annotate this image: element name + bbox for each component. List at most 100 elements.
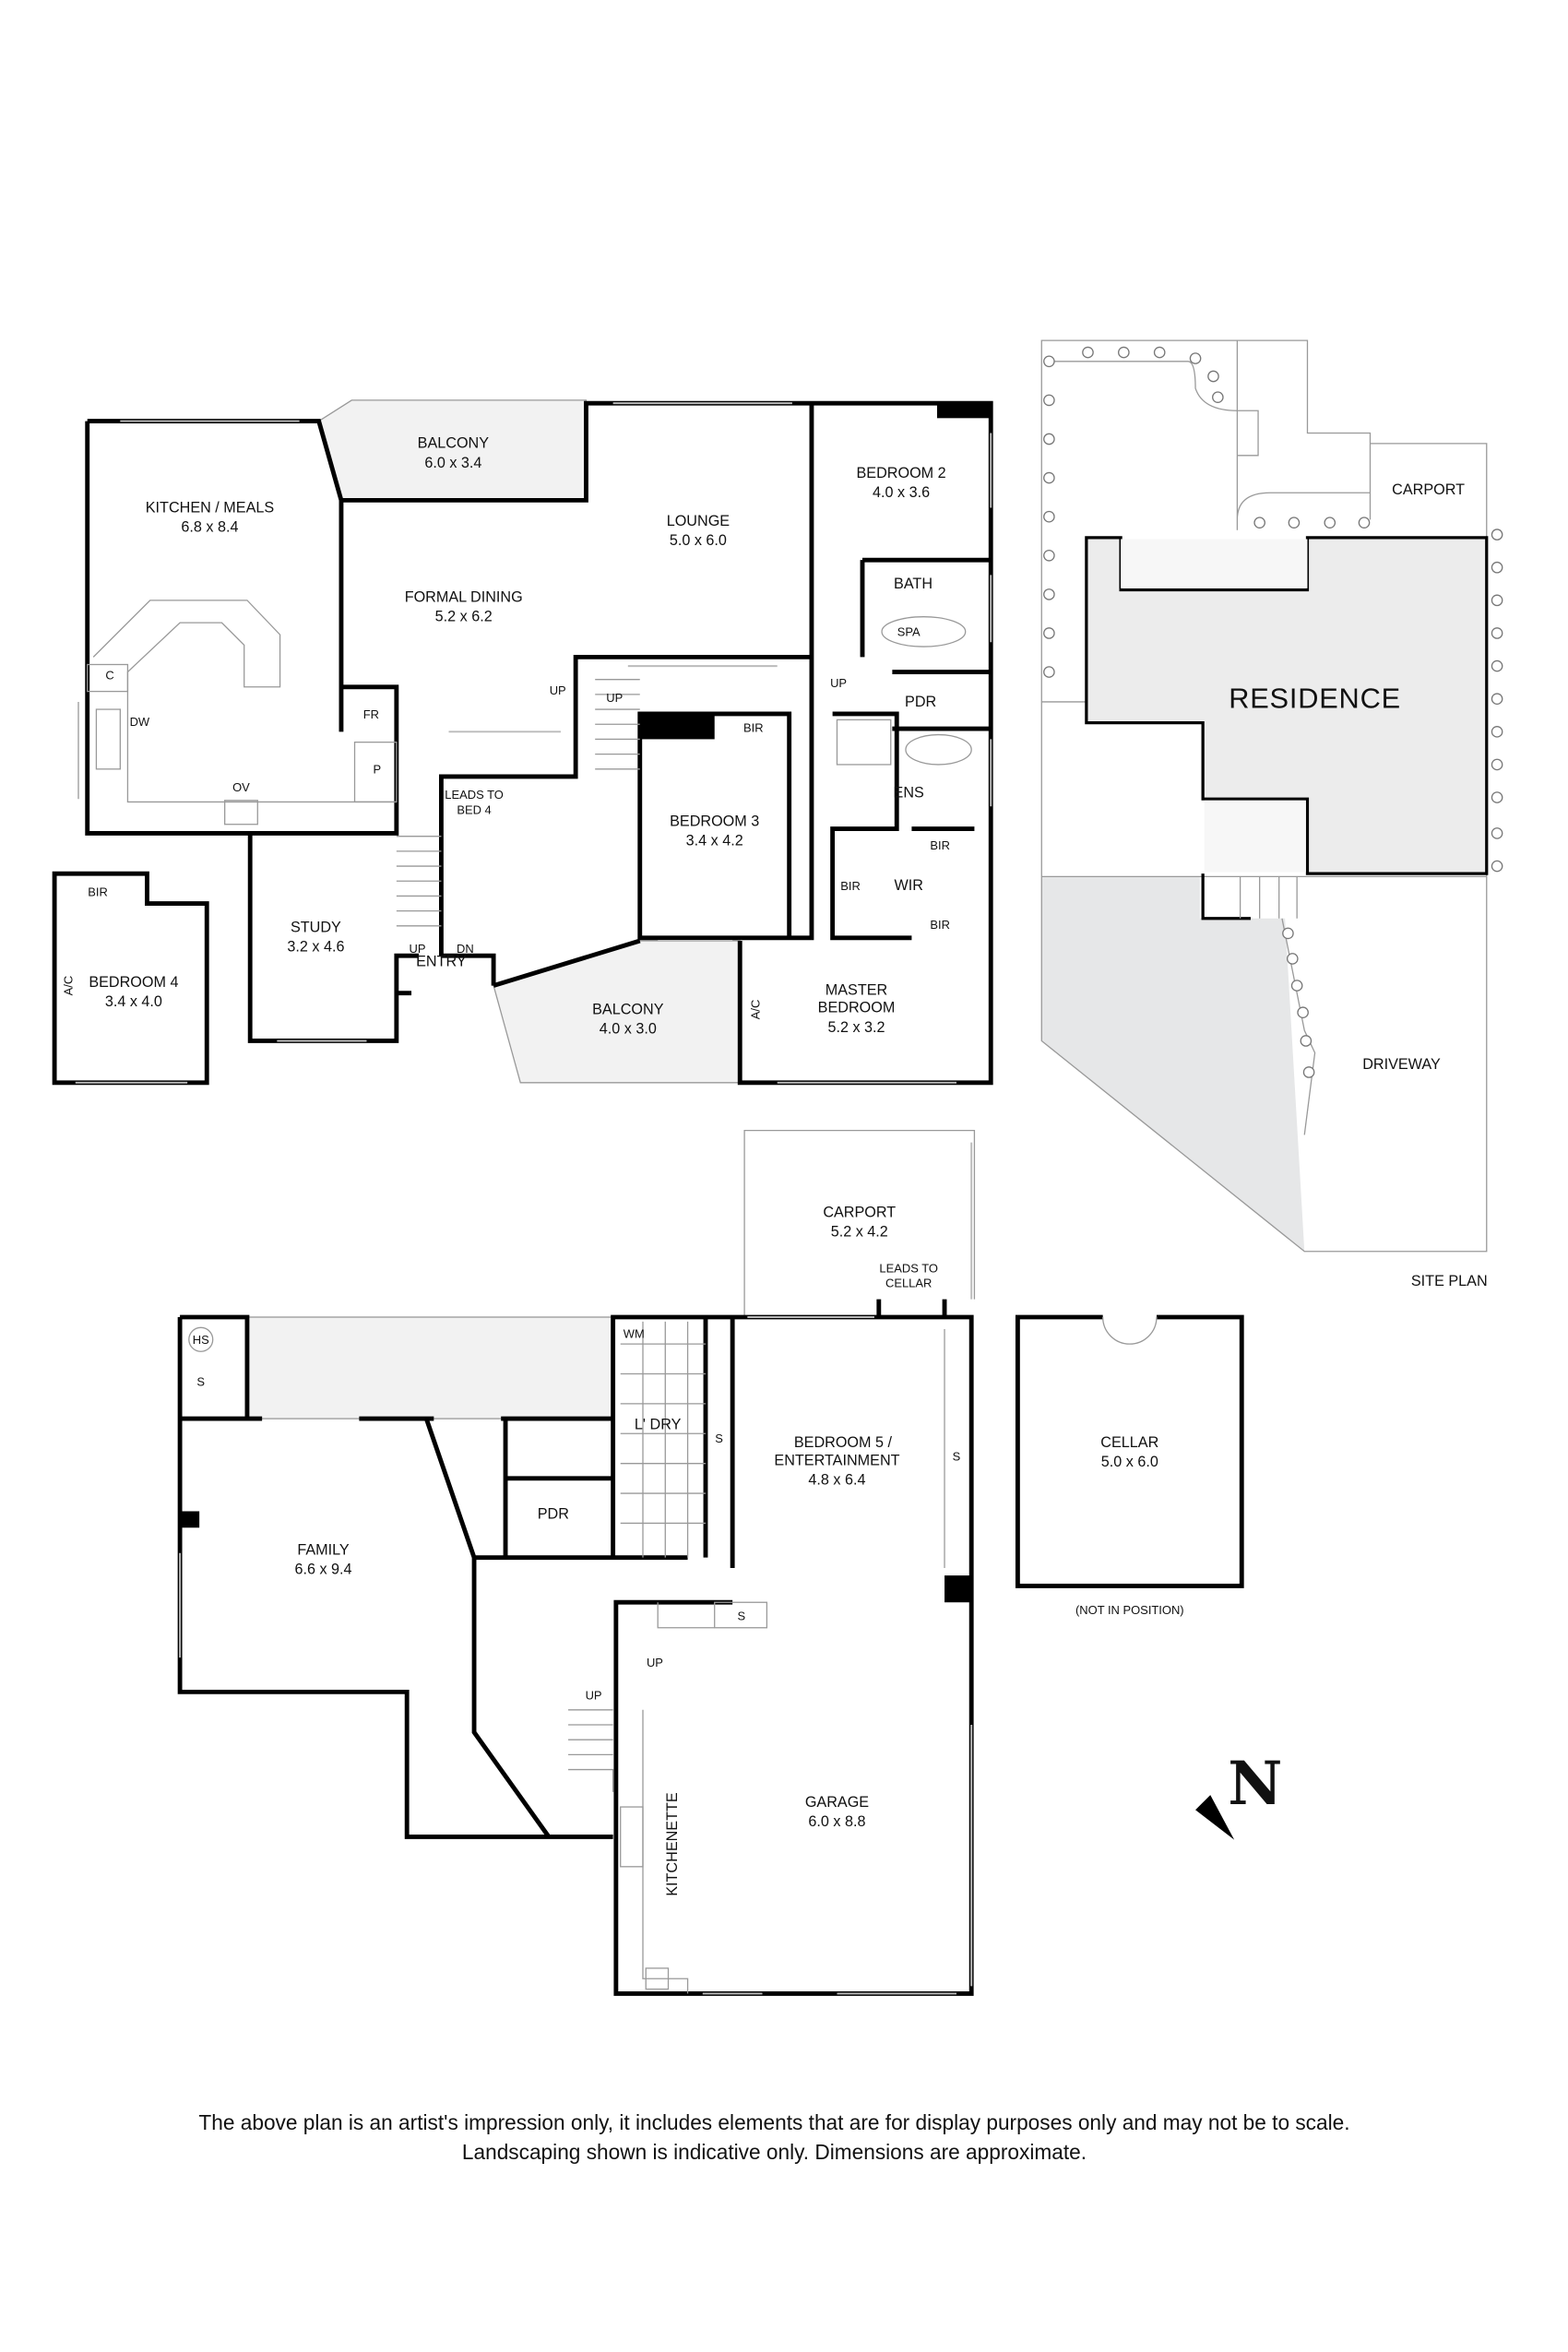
tree-icon <box>1491 627 1503 639</box>
kitchen-island <box>92 600 397 803</box>
site-plan: CARPORT RESIDENCE DRIVEWAY SITE PLAN <box>1040 339 1503 1289</box>
tree-icon <box>1153 346 1166 359</box>
lower-floor: FAMILY 6.6 x 9.4 PDR L' DRY WM HS S S S … <box>177 1129 976 1996</box>
garden-area <box>1041 876 1305 1252</box>
bir-label: BIR <box>930 918 950 932</box>
undercroft-area <box>246 1316 614 1420</box>
balcony-front-dims: 4.0 x 3.0 <box>600 1020 657 1037</box>
cupboard <box>87 663 129 693</box>
structural-block <box>639 713 715 740</box>
disclaimer-line-1: The above plan is an artist's impression… <box>198 2110 1349 2134</box>
formal-dining-label: FORMAL DINING <box>405 588 523 605</box>
sink-icon <box>95 708 121 770</box>
hot-water-service-icon <box>188 1326 214 1352</box>
laundry-label: L' DRY <box>635 1416 682 1432</box>
kitchen-meals-label: KITCHEN / MEALS <box>146 499 275 516</box>
tree-icon <box>1491 529 1503 540</box>
tree-icon <box>1302 1066 1315 1078</box>
study-dims: 3.2 x 4.6 <box>287 938 344 955</box>
residence-porch <box>1204 800 1306 873</box>
north-arrow-icon <box>1195 1795 1235 1840</box>
cooktop-icon <box>645 1967 670 1990</box>
tree-icon <box>1324 517 1336 529</box>
ac-label: A/C <box>62 976 76 996</box>
site-boundary <box>1040 339 1488 1253</box>
up-label: UP <box>647 1656 663 1669</box>
tree-icon <box>1491 659 1503 672</box>
bedroom4-label: BEDROOM 4 <box>89 974 178 991</box>
master-bedroom-label-2: BEDROOM <box>818 1000 896 1016</box>
cooktop-icon <box>224 800 258 826</box>
bir-label: BIR <box>840 879 861 893</box>
ens-label: ENS <box>894 785 924 802</box>
chimney-block <box>936 403 992 419</box>
lounge-dims: 5.0 x 6.0 <box>670 532 727 549</box>
up-label: UP <box>410 942 426 956</box>
leads-to-cellar-2: CELLAR <box>885 1277 932 1290</box>
balcony-rear-dims: 6.0 x 3.4 <box>424 455 481 471</box>
carport-dims: 5.2 x 4.2 <box>831 1224 888 1241</box>
structural-block <box>180 1511 200 1528</box>
tree-icon <box>1491 693 1503 706</box>
driveway-label: DRIVEWAY <box>1362 1056 1441 1073</box>
up-label: UP <box>586 1688 602 1702</box>
tree-icon <box>1043 588 1055 600</box>
spa-bath-icon <box>881 616 967 647</box>
bedroom5-label-1: BEDROOM 5 / <box>794 1434 893 1451</box>
lower-windows <box>179 1316 973 1995</box>
site-carport-label: CARPORT <box>1392 481 1465 498</box>
storage <box>714 1601 768 1629</box>
cupboard-label: C <box>105 669 113 683</box>
bir-label: BIR <box>743 720 764 734</box>
bir-label: BIR <box>88 885 108 898</box>
tree-icon <box>1491 594 1503 607</box>
north-label: N <box>1228 1749 1282 1819</box>
up-label: UP <box>830 676 847 690</box>
tree-icon <box>1491 561 1503 574</box>
garage-label: GARAGE <box>805 1794 869 1811</box>
balcony-front-label: BALCONY <box>592 1001 664 1017</box>
site-stairs <box>1239 876 1298 919</box>
family-label: FAMILY <box>297 1541 350 1558</box>
fridge-label: FR <box>363 707 379 721</box>
lower-stairs <box>568 1602 715 1994</box>
cellar: CELLAR 5.0 x 6.0 (NOT IN POSITION) <box>1015 1314 1244 1617</box>
cellar-label: CELLAR <box>1100 1434 1158 1451</box>
carport-label: CARPORT <box>823 1205 896 1221</box>
north-arrow: N <box>1195 1749 1282 1840</box>
bedroom3-label: BEDROOM 3 <box>670 813 759 829</box>
down-label: DN <box>457 942 474 956</box>
tree-icon <box>1189 352 1202 364</box>
ac-label: A/C <box>748 1000 762 1020</box>
tree-icon <box>1297 1006 1309 1019</box>
tree-icon <box>1043 666 1055 678</box>
garage-dims: 6.0 x 8.8 <box>808 1813 865 1830</box>
shower-icon <box>836 719 892 766</box>
formal-dining-dims: 5.2 x 6.2 <box>435 609 493 625</box>
bedroom5-dims: 4.8 x 6.4 <box>808 1471 865 1488</box>
tree-icon <box>1207 370 1219 383</box>
bedroom2-dims: 4.0 x 3.6 <box>873 484 930 501</box>
hot-water-label: HS <box>193 1333 209 1347</box>
tree-icon <box>1043 433 1055 445</box>
bir-label: BIR <box>930 838 950 852</box>
bathtub-icon <box>905 733 972 766</box>
oven-label: OV <box>232 780 250 794</box>
bedroom2-label: BEDROOM 2 <box>857 465 946 481</box>
lower-walls <box>177 1299 974 1996</box>
sink-icon <box>620 1806 644 1868</box>
tree-icon <box>1282 927 1294 940</box>
tree-icon <box>1043 355 1055 368</box>
washing-machine-label: WM <box>624 1327 645 1341</box>
upper-stairs <box>396 679 640 927</box>
pantry-label: P <box>373 763 381 777</box>
kitchen-meals-dims: 6.8 x 8.4 <box>181 518 238 535</box>
tree-icon <box>1043 471 1055 484</box>
storage-label: S <box>953 1449 961 1463</box>
porch-wall <box>1201 873 1251 921</box>
tree-icon <box>1212 391 1224 403</box>
tree-icon <box>1491 827 1503 839</box>
leads-to-bed4-1: LEADS TO <box>445 788 504 802</box>
trees <box>1043 346 1503 1078</box>
